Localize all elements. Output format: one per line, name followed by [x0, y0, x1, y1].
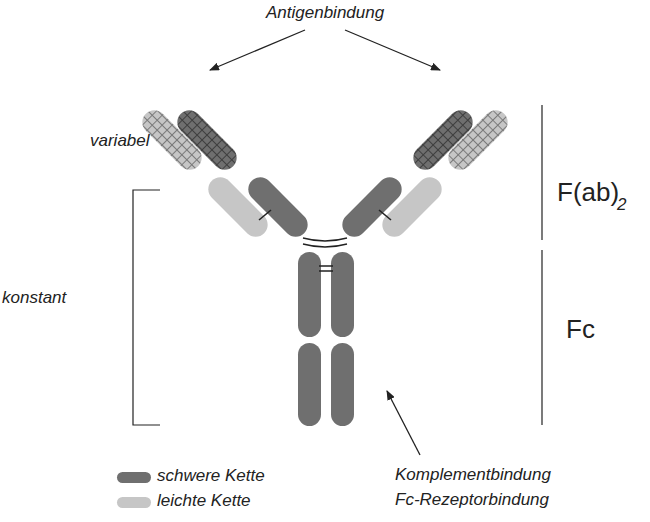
fragment-label: Fc — [566, 315, 595, 344]
bracket — [133, 190, 160, 425]
arrow — [387, 391, 420, 455]
heavy-chain-constant — [331, 343, 354, 426]
region-label: variabel — [90, 132, 150, 151]
heavy-chain-variable — [172, 105, 241, 174]
function-label: Komplementbindung — [395, 466, 551, 485]
subscript: 2 — [617, 196, 626, 215]
legend-text: schwere Kette — [157, 467, 265, 486]
heavy-chain-constant — [298, 343, 321, 426]
region-label: konstant — [2, 289, 66, 308]
legend-swatch — [117, 497, 151, 508]
region-line — [541, 250, 542, 425]
heavy-chain-variable — [408, 105, 477, 174]
title-label: Antigenbindung — [266, 4, 384, 23]
hinge-bonds — [303, 238, 347, 247]
legend-swatch — [117, 472, 151, 483]
disulfide-bond — [319, 266, 333, 271]
disulfide-bond — [379, 210, 391, 220]
heavy-chain-constant — [243, 172, 312, 241]
heavy-chain-constant — [337, 172, 406, 241]
arrow — [345, 30, 440, 70]
arrow — [210, 30, 305, 70]
function-label: Fc-Rezeptorbindung — [395, 491, 549, 510]
heavy-chain-constant — [298, 252, 321, 337]
heavy-chain-constant — [331, 252, 354, 337]
disulfide-bond — [259, 210, 271, 220]
legend-text: leichte Kette — [157, 492, 251, 511]
region-line — [541, 105, 542, 240]
fragment-label: F(ab) — [557, 178, 619, 207]
